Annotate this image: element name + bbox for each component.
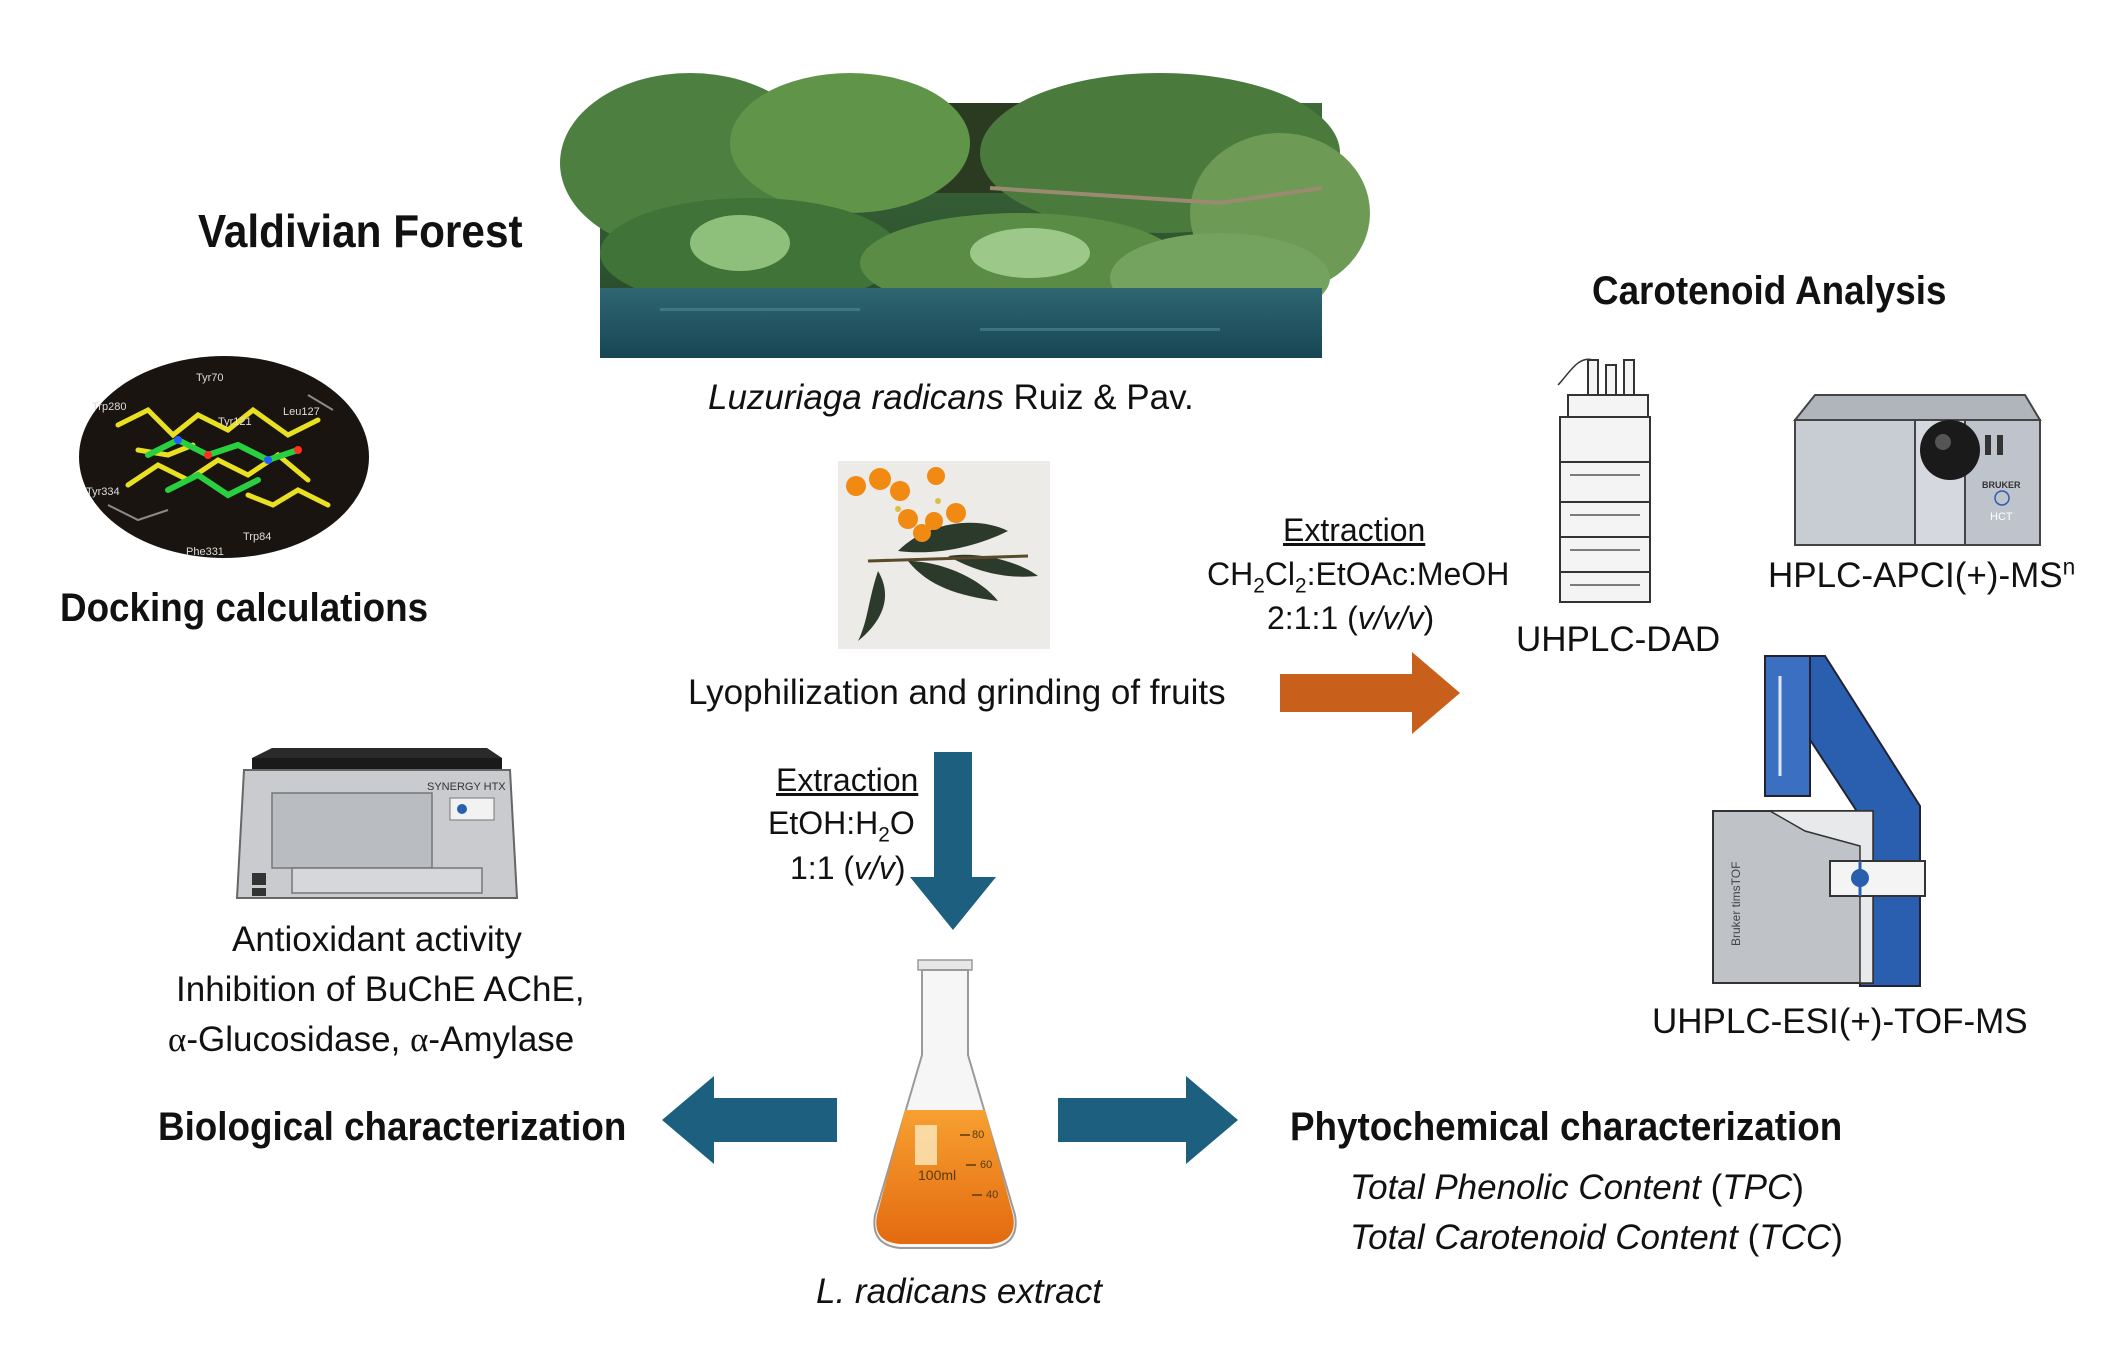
tof-ms-instrument: Bruker timsTOF: [1712, 655, 1926, 987]
forest-title: Valdivian Forest: [198, 205, 523, 257]
plate-reader: SYNERGY HTX: [235, 748, 519, 899]
uhplc-dad-instrument: [1557, 358, 1651, 603]
tpc-line: Total Phenolic Content (TPC): [1350, 1168, 1804, 1207]
flask-mark: 80: [972, 1129, 984, 1141]
residue-label: Trp280: [92, 401, 126, 413]
tof-brand-text: Bruker timsTOF: [1729, 862, 1743, 946]
extraction-down-ratio: 1:1 (v/v): [790, 850, 906, 886]
species-caption: Luzuriaga radicans Ruiz & Pav.: [708, 378, 1194, 418]
bio-line2: Inhibition of BuChE AChE,: [176, 970, 585, 1009]
flask-mark: 60: [980, 1159, 992, 1171]
species-author: Ruiz & Pav.: [1003, 378, 1194, 417]
bruker-logo-text: BRUKER: [1982, 480, 2021, 490]
fruits-label: Lyophilization and grinding of fruits: [688, 673, 1226, 712]
extract-label: L. radicans extract: [816, 1272, 1102, 1311]
biological-title: Biological characterization: [158, 1105, 627, 1149]
residue-label: Tyr334: [86, 486, 120, 498]
bio-line3: α-Glucosidase, α-Amylase: [168, 1020, 575, 1059]
arrow-down-blue: [910, 752, 996, 930]
extraction-right-solvent: CH2Cl2:EtOAc:MeOH: [1207, 556, 1510, 598]
residue-label: Tyr121: [218, 416, 252, 428]
arrow-left-blue: [662, 1076, 837, 1164]
extract-flask: 100ml 80 60 40: [873, 959, 1017, 1249]
docking-title: Docking calculations: [60, 586, 429, 630]
species-name: Luzuriaga radicans: [708, 378, 1004, 417]
arrow-right-orange: [1280, 652, 1460, 734]
docking-image: Tyr70 Tyr121 Leu127 Tyr334 Trp84 Phe331 …: [79, 356, 369, 558]
carotenoid-title: Carotenoid Analysis: [1592, 269, 1947, 313]
extraction-right-title: Extraction: [1283, 512, 1426, 548]
tcc-line: Total Carotenoid Content (TCC): [1350, 1218, 1843, 1257]
forest-photo: [560, 73, 1370, 358]
extraction-down-title: Extraction: [776, 762, 919, 798]
arrow-right-blue: [1058, 1076, 1238, 1164]
bio-line1: Antioxidant activity: [232, 920, 522, 959]
hplc-ms-instrument: BRUKER HCT: [1792, 394, 2042, 546]
flask-mark: 40: [986, 1189, 998, 1201]
extraction-down-solvent: EtOH:H2O: [768, 805, 915, 847]
residue-label: Leu127: [283, 406, 320, 418]
hct-label: HCT: [1990, 511, 2013, 523]
hplc-ms-label: HPLC-APCI(+)-MSn: [1768, 553, 2076, 595]
phytochemical-title: Phytochemical characterization: [1290, 1105, 1843, 1149]
extraction-right-ratio: 2:1:1 (v/v/v): [1267, 600, 1435, 636]
residue-label: Tyr70: [196, 372, 224, 384]
residue-label: Phe331: [186, 546, 224, 558]
residue-label: Trp84: [243, 531, 271, 543]
uhplc-dad-label: UHPLC-DAD: [1516, 620, 1721, 659]
fruits-photo: [838, 461, 1050, 649]
reader-brand-text: SYNERGY HTX: [427, 781, 506, 793]
flask-volume-label: 100ml: [918, 1167, 956, 1183]
uhplc-tof-label: UHPLC-ESI(+)-TOF-MS: [1652, 1002, 2028, 1041]
